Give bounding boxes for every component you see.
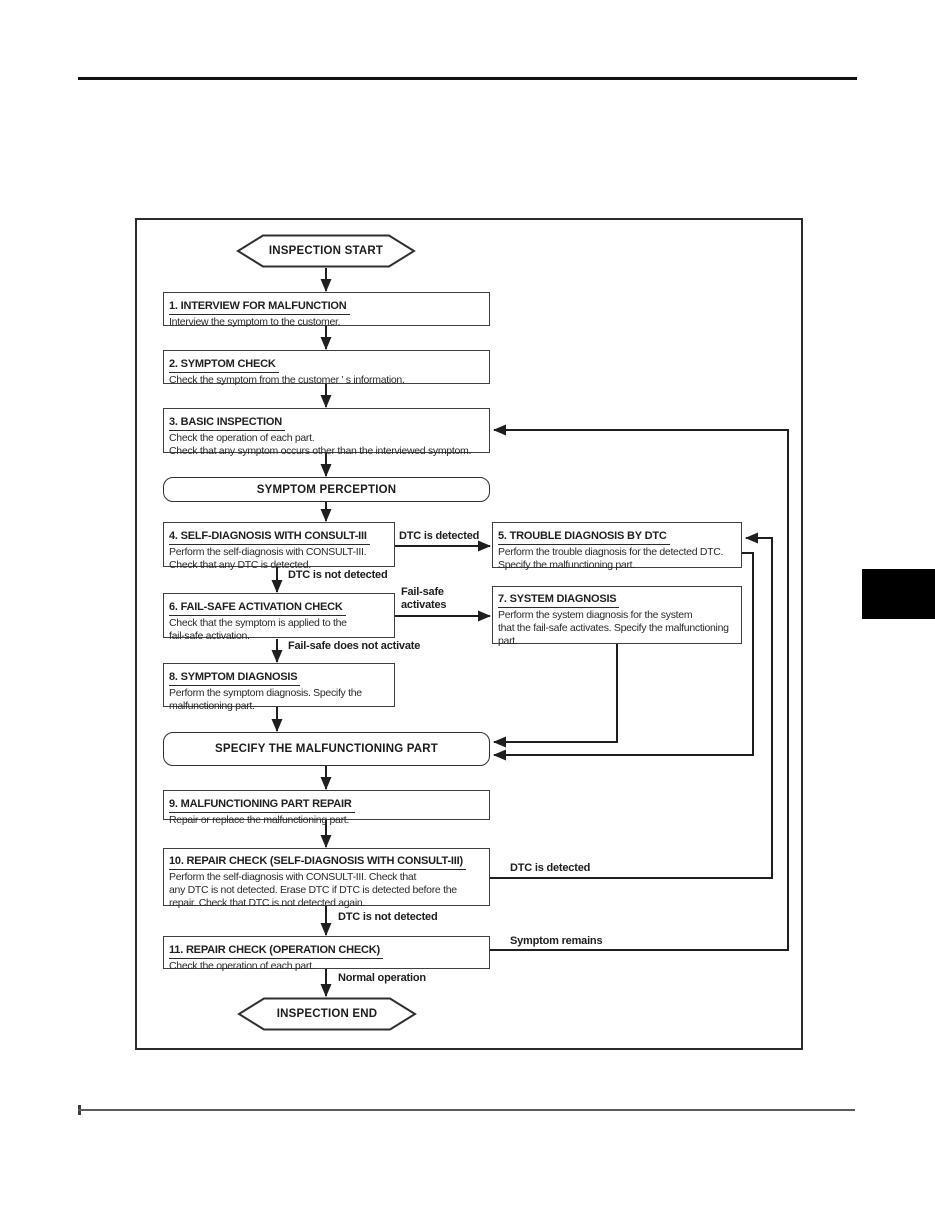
step-title: 9. MALFUNCTIONING PART REPAIR bbox=[169, 798, 355, 813]
edge-label-fail-safe-activates: Fail-safe activates bbox=[401, 586, 447, 611]
section-edge-tab bbox=[862, 569, 935, 619]
step-title: 1. INTERVIEW FOR MALFUNCTION bbox=[169, 300, 350, 315]
step-title: 5. TROUBLE DIAGNOSIS BY DTC bbox=[498, 530, 670, 545]
step-3-basic-inspection-box: 3. BASIC INSPECTION Check the operation … bbox=[163, 408, 490, 457]
edge-label-dtc-is-detected-2: DTC is detected bbox=[510, 862, 591, 874]
step-title: 3. BASIC INSPECTION bbox=[169, 416, 285, 431]
step-body: Perform the system diagnosis for the sys… bbox=[498, 609, 729, 647]
step-title: 6. FAIL-SAFE ACTIVATION CHECK bbox=[169, 601, 346, 616]
step-body: Check the symptom from the customer ' s … bbox=[169, 374, 405, 386]
step-9-part-repair-box: 9. MALFUNCTIONING PART REPAIR Repair or … bbox=[163, 790, 490, 826]
step-body: Interview the symptom to the customer. bbox=[169, 316, 341, 328]
edge-label-normal-operation: Normal operation bbox=[338, 972, 426, 984]
step-body: Perform the trouble diagnosis for the de… bbox=[498, 546, 724, 571]
step-title: 8. SYMPTOM DIAGNOSIS bbox=[169, 671, 301, 686]
step-body: Check the operation of each part. bbox=[169, 960, 315, 972]
edge-label-symptom-remains: Symptom remains bbox=[510, 935, 603, 947]
step-2-symptom-check-box: 2. SYMPTOM CHECK Check the symptom from … bbox=[163, 350, 490, 386]
symptom-perception-node: SYMPTOM PERCEPTION bbox=[163, 477, 490, 502]
step-10-repair-check-consult-box: 10. REPAIR CHECK (SELF-DIAGNOSIS WITH CO… bbox=[163, 848, 490, 909]
top-rule bbox=[78, 77, 857, 80]
step-title: 2. SYMPTOM CHECK bbox=[169, 358, 279, 373]
flow-node-inspection-end: INSPECTION END bbox=[237, 997, 417, 1031]
edge-label-dtc-is-not-detected-2: DTC is not detected bbox=[338, 911, 438, 923]
step-11-repair-check-operation-box: 11. REPAIR CHECK (OPERATION CHECK) Check… bbox=[163, 936, 490, 972]
step-body: Perform the self-diagnosis with CONSULT-… bbox=[169, 546, 367, 571]
step-title: 10. REPAIR CHECK (SELF-DIAGNOSIS WITH CO… bbox=[169, 855, 466, 870]
specify-malfunctioning-part-label: SPECIFY THE MALFUNCTIONING PART bbox=[215, 743, 438, 755]
specify-malfunctioning-part-node: SPECIFY THE MALFUNCTIONING PART bbox=[163, 732, 490, 766]
bottom-rule bbox=[78, 1109, 855, 1111]
step-title: 7. SYSTEM DIAGNOSIS bbox=[498, 593, 620, 608]
step-title: 4. SELF-DIAGNOSIS WITH CONSULT-III bbox=[169, 530, 370, 545]
step-4-self-diagnosis-box: 4. SELF-DIAGNOSIS WITH CONSULT-III Perfo… bbox=[163, 522, 395, 571]
step-7-system-diagnosis-box: 7. SYSTEM DIAGNOSIS Perform the system d… bbox=[492, 586, 742, 647]
step-body: Repair or replace the malfunctioning par… bbox=[169, 814, 350, 826]
step-5-trouble-diagnosis-box: 5. TROUBLE DIAGNOSIS BY DTC Perform the … bbox=[492, 522, 742, 571]
inspection-end-label: INSPECTION END bbox=[276, 1008, 378, 1020]
step-title: 11. REPAIR CHECK (OPERATION CHECK) bbox=[169, 944, 383, 959]
hexagon-shape bbox=[237, 997, 417, 1031]
edge-label-dtc-is-detected-1: DTC is detected bbox=[399, 530, 480, 542]
edge-label-fail-safe-does-not-activate: Fail-safe does not activate bbox=[288, 640, 421, 652]
step-6-fail-safe-check-box: 6. FAIL-SAFE ACTIVATION CHECK Check that… bbox=[163, 593, 395, 642]
hexagon-shape bbox=[236, 234, 416, 268]
step-body: Perform the symptom diagnosis. Specify t… bbox=[169, 687, 362, 712]
step-body: Check the operation of each part. Check … bbox=[169, 432, 472, 457]
step-body: Perform the self-diagnosis with CONSULT-… bbox=[169, 871, 457, 909]
symptom-perception-label: SYMPTOM PERCEPTION bbox=[256, 483, 397, 496]
flow-node-inspection-start: INSPECTION START bbox=[236, 234, 416, 268]
inspection-start-label: INSPECTION START bbox=[268, 245, 384, 257]
edge-label-dtc-is-not-detected-1: DTC is not detected bbox=[288, 569, 388, 581]
step-1-interview-box: 1. INTERVIEW FOR MALFUNCTION Interview t… bbox=[163, 292, 490, 328]
step-8-symptom-diagnosis-box: 8. SYMPTOM DIAGNOSIS Perform the symptom… bbox=[163, 663, 395, 712]
step-body: Check that the symptom is applied to the… bbox=[169, 617, 347, 642]
